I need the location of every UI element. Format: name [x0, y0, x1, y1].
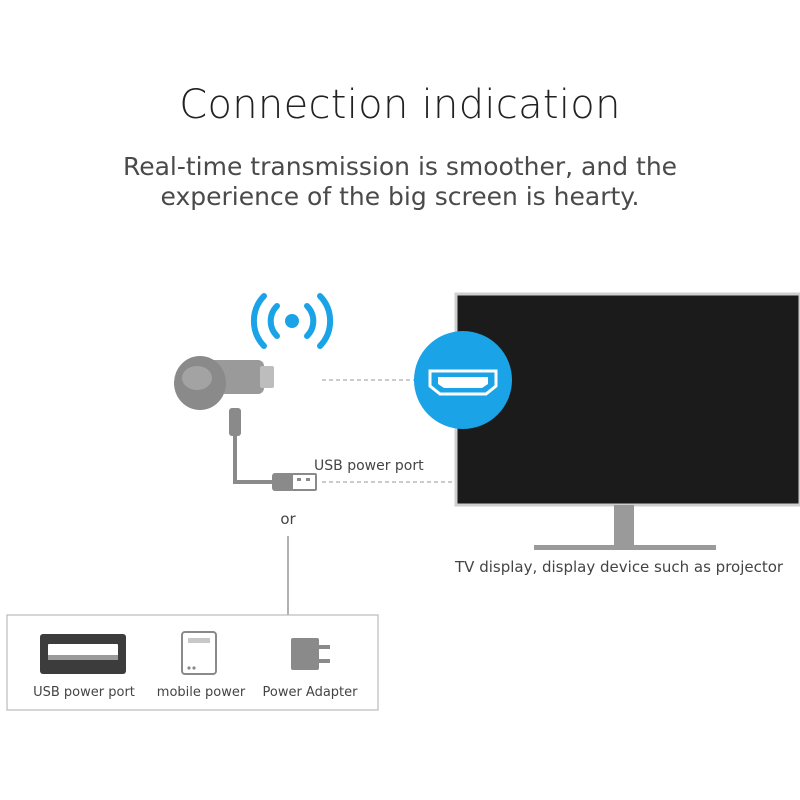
page-title: Connection indication: [179, 82, 621, 128]
tv-display-label: TV display, display device such as proje…: [454, 558, 784, 576]
page-subtitle: Real-time transmission is smoother, and …: [122, 152, 678, 211]
usb-port-icon: [40, 634, 126, 674]
usb-power-port-label: USB power port: [314, 458, 424, 474]
tv-monitor: [454, 292, 800, 550]
wifi-signal-icon: [250, 293, 334, 349]
or-label: or: [280, 510, 296, 528]
usb-plug-icon: [272, 473, 317, 491]
dongle-device: [174, 356, 274, 410]
dongle-cable: [229, 408, 275, 484]
power-bank-icon: [181, 631, 217, 675]
power-option-usb-label: USB power port: [33, 685, 135, 700]
power-option-mobile-label: mobile power: [157, 685, 246, 700]
hdmi-port-icon: [414, 331, 512, 429]
power-adapter-icon: [291, 638, 330, 670]
power-option-adapter-label: Power Adapter: [262, 685, 358, 700]
